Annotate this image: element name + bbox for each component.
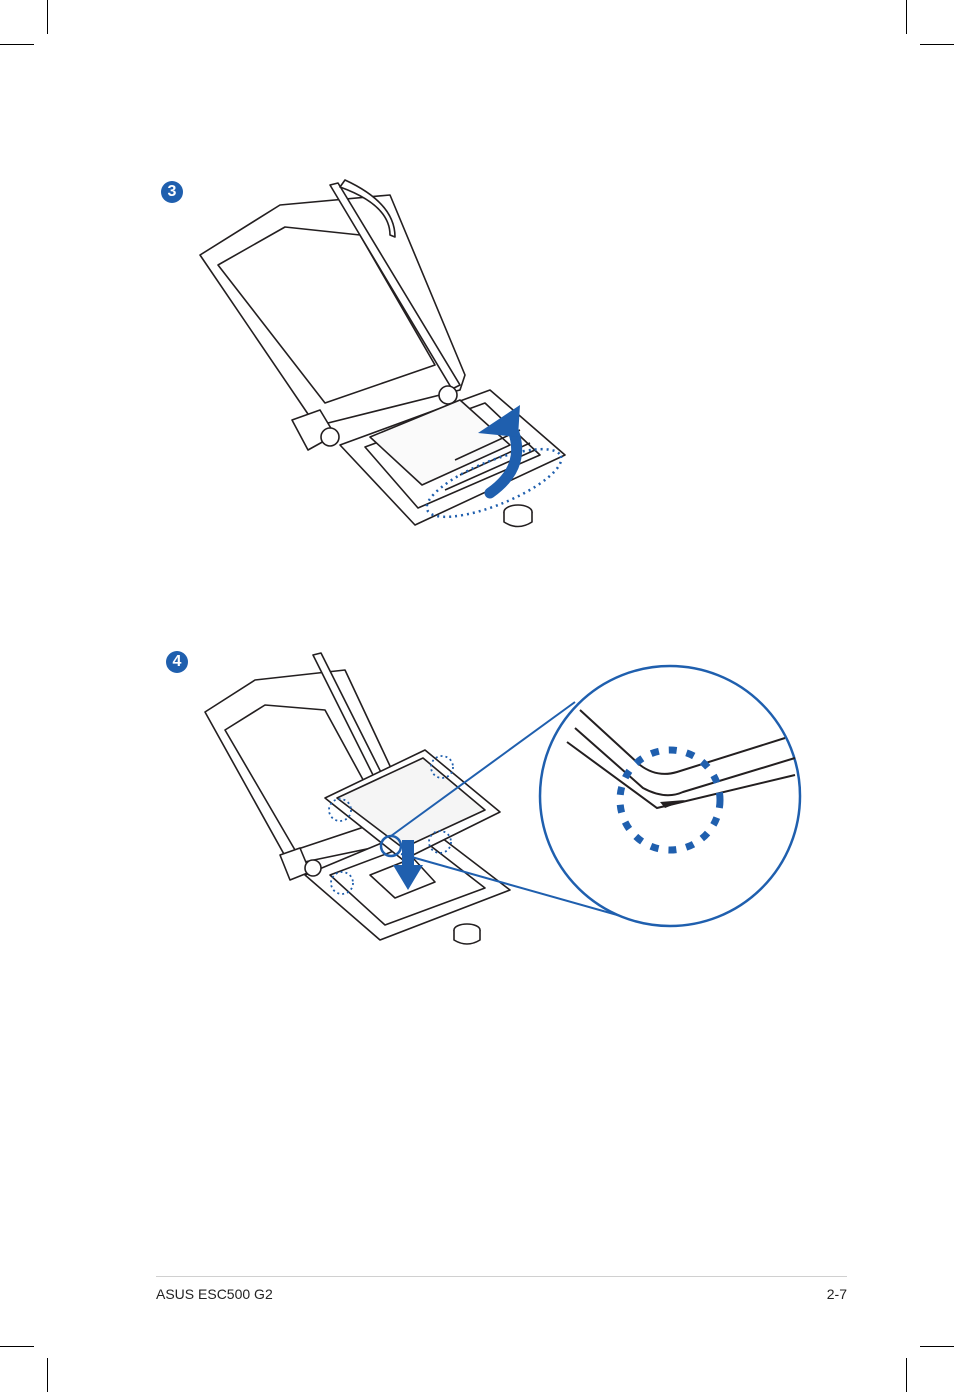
crop-mark-top-left-v <box>47 0 48 34</box>
crop-mark-bottom-right-h <box>920 1346 954 1347</box>
footer-product-name: ASUS ESC500 G2 <box>156 1286 273 1302</box>
crop-mark-bottom-right-v <box>906 1358 907 1392</box>
crop-mark-top-left-h <box>0 44 34 45</box>
footer-page-number: 2-7 <box>827 1286 847 1302</box>
crop-mark-bottom-left-h <box>0 1346 34 1347</box>
footer-divider <box>156 1276 847 1277</box>
step-4-badge: 4 <box>166 651 188 673</box>
crop-mark-top-right-v <box>906 0 907 34</box>
step-3-badge: 3 <box>161 181 183 203</box>
crop-mark-top-right-h <box>920 44 954 45</box>
socket-lever-lift-illustration <box>190 175 590 545</box>
crop-mark-bottom-left-v <box>47 1358 48 1392</box>
cpu-install-alignment-illustration <box>195 650 805 950</box>
